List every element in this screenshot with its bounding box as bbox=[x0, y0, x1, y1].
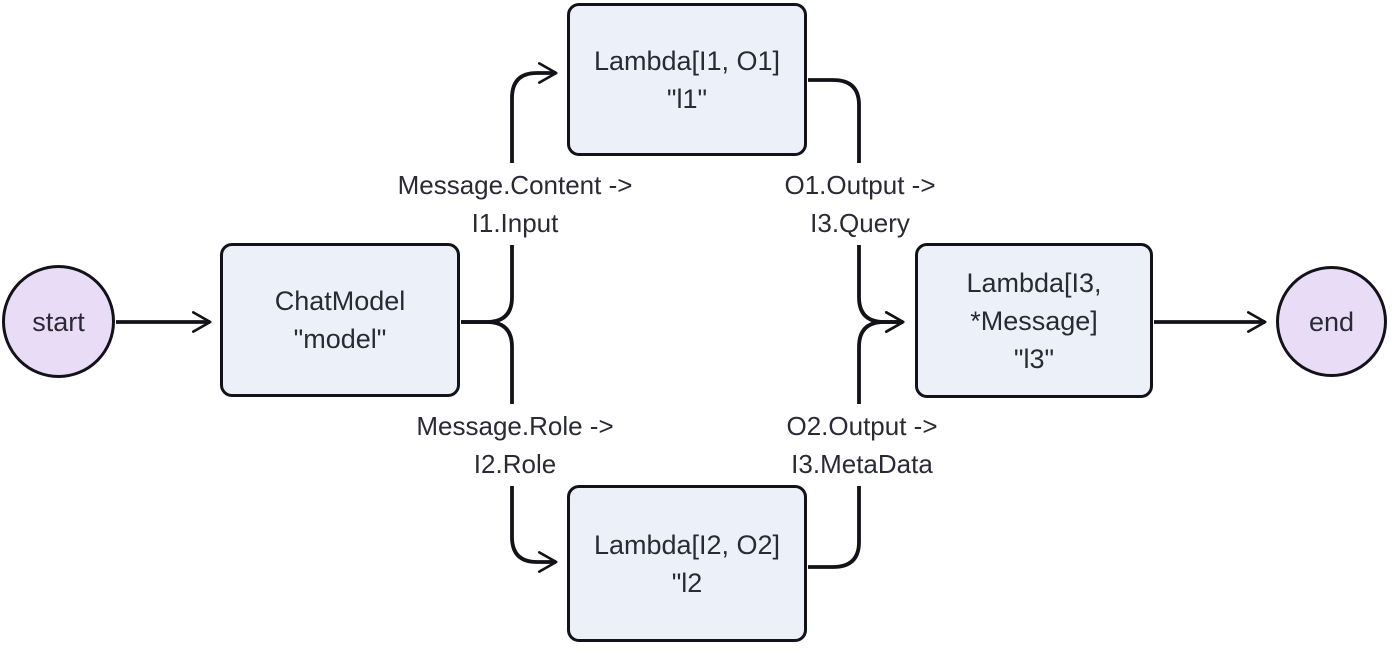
edge-label-line: I3.MetaData bbox=[791, 449, 933, 479]
node-label-line: "l3" bbox=[1013, 343, 1055, 374]
node-label-line: "l2 bbox=[671, 567, 703, 598]
edge-label-model-l1: Message.Content -> I1.Input bbox=[389, 163, 641, 245]
node-lambda-l2: Lambda[I2, O2] "l2 bbox=[567, 485, 807, 642]
node-start: start bbox=[2, 265, 115, 378]
node-chatmodel: ChatModel "model" bbox=[220, 243, 460, 397]
edge-label-line: Message.Role -> bbox=[416, 411, 614, 441]
node-label-line: "l1" bbox=[666, 83, 708, 114]
node-lambda-l3: Lambda[I3, *Message] "l3" bbox=[915, 243, 1153, 398]
edge-label-line: I2.Role bbox=[473, 449, 557, 479]
node-label: start bbox=[32, 306, 85, 337]
edge-label-line: I1.Input bbox=[471, 208, 559, 238]
edge-label-line: Message.Content -> bbox=[397, 170, 633, 200]
node-label: end bbox=[1308, 306, 1355, 337]
edge-label-l1-l3: O1.Output -> I3.Query bbox=[776, 163, 944, 245]
edge-label-model-l2: Message.Role -> I2.Role bbox=[408, 404, 622, 486]
node-label-line: Lambda[I3, bbox=[966, 267, 1102, 298]
node-label-line: Lambda[I1, O1] bbox=[593, 45, 781, 76]
edge-label-line: I3.Query bbox=[810, 208, 910, 238]
node-label-line: Lambda[I2, O2] bbox=[593, 529, 781, 560]
edge-label-line: O2.Output -> bbox=[786, 411, 938, 441]
node-label-line: *Message] bbox=[970, 305, 1098, 336]
node-lambda-l1: Lambda[I1, O1] "l1" bbox=[567, 3, 807, 156]
node-end: end bbox=[1276, 266, 1387, 377]
edge-label-l2-l3: O2.Output -> I3.MetaData bbox=[778, 404, 946, 486]
edge-label-line: O1.Output -> bbox=[784, 170, 936, 200]
node-label-line: "model" bbox=[293, 324, 387, 354]
node-label-line: ChatModel bbox=[274, 286, 406, 316]
